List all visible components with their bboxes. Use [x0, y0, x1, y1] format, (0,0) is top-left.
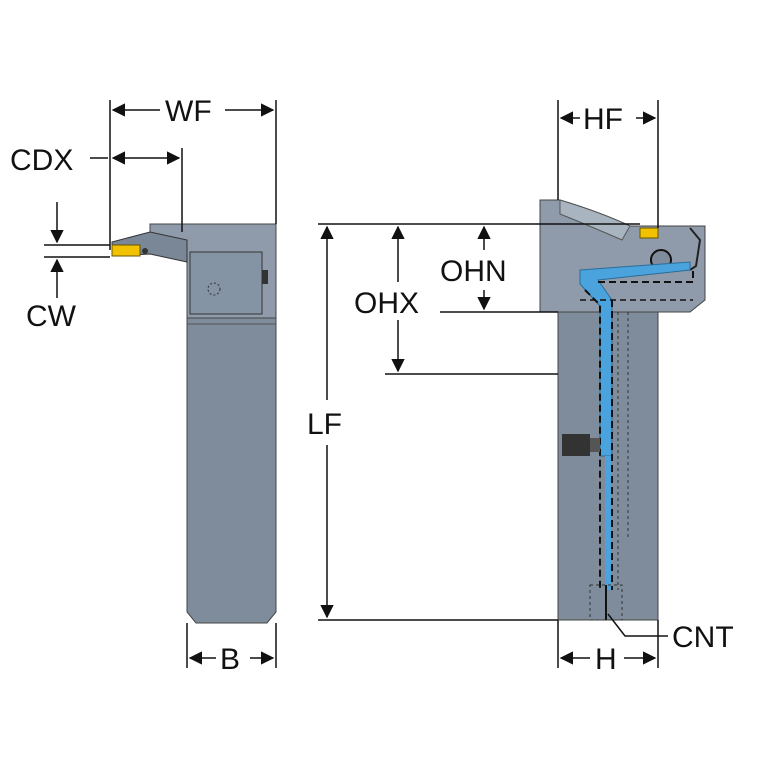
- front-side-screw: [262, 270, 268, 284]
- front-insert-screw: [142, 248, 148, 254]
- label-hf: HF: [583, 103, 623, 136]
- label-cnt: CNT: [672, 621, 734, 654]
- front-clamp-box: [189, 251, 263, 315]
- side-view: HF OHN OHX LF CNT H: [307, 100, 734, 676]
- side-coolant-screw: [562, 434, 590, 456]
- side-head: [539, 199, 706, 313]
- front-clamp-screw: [207, 282, 221, 296]
- label-lf: LF: [307, 408, 342, 441]
- label-h: H: [595, 643, 617, 676]
- label-ohx: OHX: [354, 287, 419, 320]
- front-shank: [186, 317, 277, 624]
- front-insert: [111, 244, 141, 257]
- side-insert: [639, 227, 659, 239]
- bottom-plug: [589, 584, 623, 621]
- front-view: WF CDX CW B: [10, 95, 277, 676]
- label-cw: CW: [26, 300, 77, 333]
- label-b: B: [220, 643, 240, 676]
- label-cdx: CDX: [10, 144, 73, 177]
- label-wf: WF: [165, 95, 212, 128]
- label-ohn: OHN: [440, 255, 507, 288]
